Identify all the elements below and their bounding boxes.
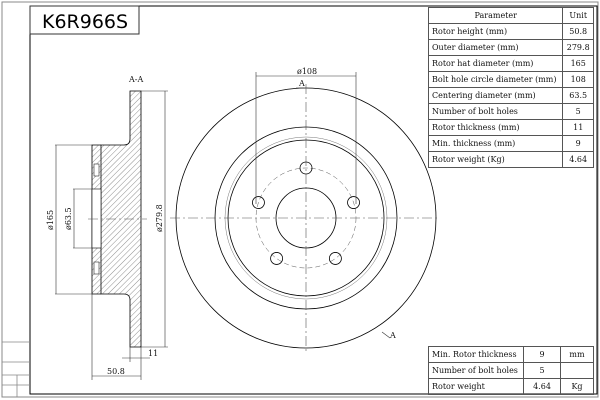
parameter-cell: Number of bolt holes: [427, 103, 564, 120]
value-cell: 5: [562, 103, 594, 120]
value-cell: 50.8: [562, 23, 594, 40]
drawing-border: [29, 5, 598, 395]
part-number: K6R966S: [42, 11, 128, 33]
parameter-cell: Min. thickness (mm): [427, 135, 564, 152]
table-row: Rotor hat diameter (mm)165: [427, 55, 594, 72]
value-cell: 4.64: [523, 378, 561, 395]
section-marker-bottom: A: [389, 331, 396, 340]
height-label: 50.8: [107, 367, 125, 376]
value-cell: 9: [523, 346, 561, 363]
section-marker-top: A: [298, 79, 305, 88]
value-cell: 63.5: [562, 87, 594, 104]
title-box: [29, 5, 140, 35]
unit-cell: mm: [560, 346, 594, 363]
label-cell: Rotor weight: [428, 378, 524, 395]
table-row: Rotor height (mm)50.8: [427, 23, 594, 40]
bolt-hole: [328, 252, 342, 265]
parameter-cell: Rotor weight (Kg): [427, 151, 564, 168]
value-cell: 5: [523, 362, 561, 379]
value-cell: 279.8: [562, 39, 594, 56]
unit-cell: Kg: [560, 378, 594, 395]
bolt-hole: [347, 196, 360, 209]
parameter-cell: Centering diameter (mm): [427, 87, 564, 104]
table-row: Rotor weight (Kg)4.64: [427, 151, 594, 168]
bolt-hole: [270, 252, 284, 265]
parameter-cell: Rotor hat diameter (mm): [427, 55, 564, 72]
parameter-cell: Bolt hole circle diameter (mm): [427, 71, 564, 88]
table-row: Centering diameter (mm)63.5: [427, 87, 594, 104]
table-row: Outer diameter (mm)279.8: [427, 39, 594, 56]
header-unit: Unit: [562, 7, 594, 24]
section-view: A-A ø165 ø63.5 ø279.8 11 50.8: [46, 75, 168, 380]
title-block-lines: [2, 341, 30, 397]
centering-diameter-label: ø63.5: [64, 207, 73, 230]
thickness-label: 11: [148, 349, 158, 358]
table-header: Parameter Unit: [427, 7, 594, 24]
parameter-cell: Rotor thickness (mm): [427, 119, 564, 136]
value-cell: 4.64: [562, 151, 594, 168]
table-row: Bolt hole circle diameter (mm)108: [427, 71, 594, 88]
header-parameter: Parameter: [427, 7, 564, 24]
bolt-hole: [252, 196, 265, 209]
parameter-cell: Outer diameter (mm): [427, 39, 564, 56]
unit-cell: [560, 362, 594, 379]
value-cell: 9: [562, 135, 594, 152]
value-cell: 165: [562, 55, 594, 72]
hat-diameter-label: ø165: [46, 210, 55, 230]
section-label: A-A: [128, 75, 143, 84]
parameter-cell: Rotor height (mm): [427, 23, 564, 40]
label-cell: Min. Rotor thickness: [428, 346, 524, 363]
bolt-circle-label: ø108: [297, 67, 317, 76]
table-row: Min. thickness (mm)9: [427, 135, 594, 152]
table-row: Rotor thickness (mm)11: [427, 119, 594, 136]
label-cell: Number of bolt holes: [428, 362, 524, 379]
front-view: [170, 72, 440, 352]
value-cell: 11: [562, 119, 594, 136]
value-cell: 108: [562, 71, 594, 88]
outer-diameter-label: ø279.8: [155, 204, 164, 232]
